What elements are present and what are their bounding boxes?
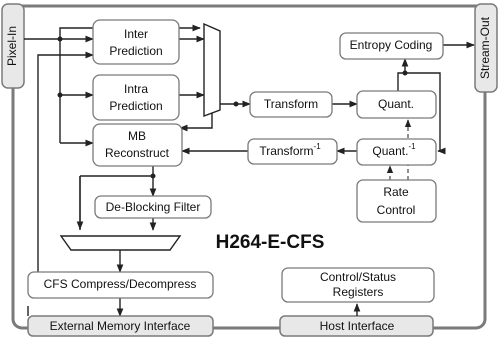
control-status-label-2: Registers bbox=[333, 285, 384, 299]
inter-prediction-block: Inter Prediction bbox=[92, 19, 180, 65]
intra-prediction-block: Intra Prediction bbox=[92, 74, 180, 121]
diagram-title: H264-E-CFS bbox=[216, 232, 325, 253]
mb-reconstruct-label-1: MB bbox=[128, 129, 146, 143]
quant-label: Quant. bbox=[378, 97, 414, 111]
cfs-compress-block: CFS Compress/Decompress bbox=[27, 271, 214, 299]
inverse-quant-block: Quant.-1 bbox=[356, 138, 437, 166]
inverse-transform-label: Transform-1 bbox=[259, 142, 321, 158]
rate-control-label-1: Rate bbox=[383, 185, 409, 199]
control-status-label-1: Control/Status bbox=[320, 270, 396, 284]
external-memory-label: External Memory Interface bbox=[50, 319, 191, 333]
transform-block: Transform bbox=[249, 91, 333, 118]
pixel-in-port: Pixel-In bbox=[1, 3, 25, 89]
stream-out-label: Stream-Out bbox=[478, 16, 492, 79]
entropy-coding-block: Entropy Coding bbox=[339, 32, 444, 60]
rate-control-block: Rate Control bbox=[356, 179, 437, 223]
quant-block: Quant. bbox=[356, 90, 437, 119]
mb-reconstruct-label-2: Reconstruct bbox=[105, 146, 170, 160]
control-status-block: Control/Status Registers bbox=[281, 267, 435, 303]
pixel-in-label: Pixel-In bbox=[5, 26, 19, 66]
cfs-compress-label: CFS Compress/Decompress bbox=[44, 277, 197, 291]
connector-lines bbox=[24, 24, 475, 317]
transform-label: Transform bbox=[264, 97, 318, 111]
reference-mux bbox=[59, 235, 182, 251]
external-memory-port: External Memory Interface bbox=[27, 315, 214, 337]
stream-out-port: Stream-Out bbox=[474, 3, 498, 93]
inter-prediction-label-1: Inter bbox=[124, 27, 148, 41]
prediction-mux bbox=[203, 22, 221, 118]
deblocking-filter-block: De-Blocking Filter bbox=[94, 195, 212, 219]
rate-control-label-2: Control bbox=[377, 203, 416, 217]
mb-reconstruct-block: MB Reconstruct bbox=[92, 123, 183, 167]
entropy-coding-label: Entropy Coding bbox=[350, 38, 433, 52]
inverse-quant-label: Quant.-1 bbox=[372, 142, 416, 158]
intra-prediction-label-1: Intra bbox=[124, 82, 148, 96]
junction-dots bbox=[57, 36, 408, 179]
host-interface-label: Host Interface bbox=[320, 319, 395, 333]
inter-prediction-label-2: Prediction bbox=[109, 44, 162, 58]
intra-prediction-label-2: Prediction bbox=[109, 99, 162, 113]
host-interface-port: Host Interface bbox=[279, 315, 434, 337]
deblocking-filter-label: De-Blocking Filter bbox=[106, 200, 201, 214]
inverse-transform-block: Transform-1 bbox=[247, 138, 338, 165]
